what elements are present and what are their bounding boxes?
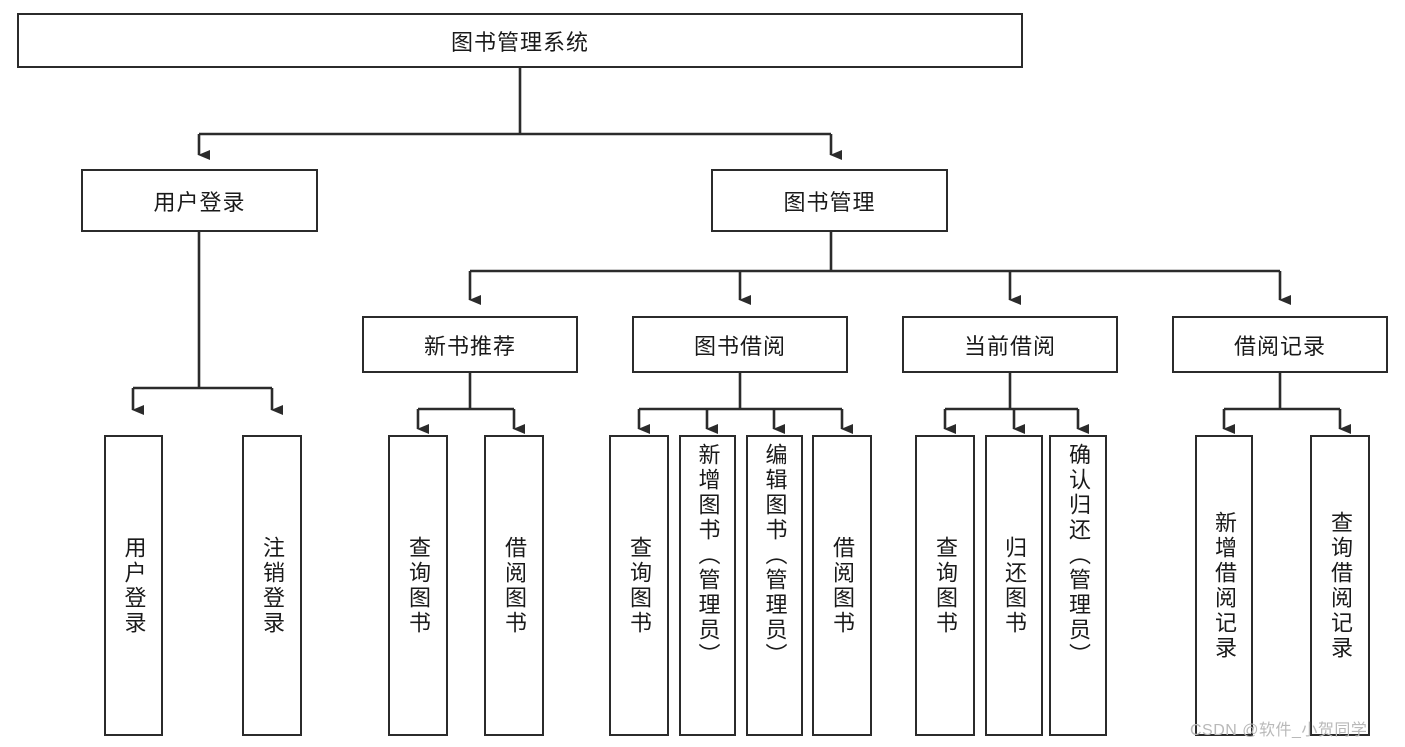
node-leaf-query-book-3[interactable]: 查询图书 — [915, 435, 975, 736]
node-leaf-confirm-return-label: 确认归还（管理员） — [1065, 443, 1091, 668]
node-leaf-add-book-label: 新增图书（管理员） — [695, 443, 721, 668]
node-leaf-borrow-book-2[interactable]: 借阅图书 — [812, 435, 872, 736]
node-leaf-edit-book[interactable]: 编辑图书（管理员） — [746, 435, 803, 736]
node-leaf-add-record[interactable]: 新增借阅记录 — [1195, 435, 1253, 736]
node-leaf-query-book-3-label: 查询图书 — [932, 535, 958, 636]
node-leaf-edit-book-label: 编辑图书（管理员） — [762, 443, 788, 668]
node-book-manage[interactable]: 图书管理 — [711, 169, 948, 232]
node-leaf-query-book-1[interactable]: 查询图书 — [388, 435, 448, 736]
node-leaf-query-record-label: 查询借阅记录 — [1327, 510, 1353, 661]
node-leaf-logout[interactable]: 注销登录 — [242, 435, 302, 736]
node-leaf-borrow-book-2-label: 借阅图书 — [829, 535, 855, 636]
node-leaf-confirm-return[interactable]: 确认归还（管理员） — [1049, 435, 1107, 736]
node-current-borrow[interactable]: 当前借阅 — [902, 316, 1118, 373]
node-leaf-logout-label: 注销登录 — [259, 535, 285, 636]
node-leaf-query-book-2[interactable]: 查询图书 — [609, 435, 669, 736]
node-root[interactable]: 图书管理系统 — [17, 13, 1023, 68]
node-user-login-label: 用户登录 — [153, 189, 246, 215]
node-current-borrow-label: 当前借阅 — [963, 333, 1056, 359]
node-leaf-add-book[interactable]: 新增图书（管理员） — [679, 435, 736, 736]
node-user-login[interactable]: 用户登录 — [81, 169, 318, 232]
node-new-book-rec[interactable]: 新书推荐 — [362, 316, 578, 373]
node-leaf-add-record-label: 新增借阅记录 — [1211, 510, 1237, 661]
node-leaf-borrow-book-1[interactable]: 借阅图书 — [484, 435, 544, 736]
node-book-borrow[interactable]: 图书借阅 — [632, 316, 848, 373]
node-leaf-query-record[interactable]: 查询借阅记录 — [1310, 435, 1370, 736]
node-new-book-rec-label: 新书推荐 — [423, 333, 516, 359]
node-leaf-user-login[interactable]: 用户登录 — [104, 435, 163, 736]
node-borrow-record[interactable]: 借阅记录 — [1172, 316, 1388, 373]
node-leaf-query-book-1-label: 查询图书 — [405, 535, 431, 636]
node-borrow-record-label: 借阅记录 — [1233, 333, 1326, 359]
node-book-manage-label: 图书管理 — [783, 189, 876, 215]
node-book-borrow-label: 图书借阅 — [693, 333, 786, 359]
node-root-label: 图书管理系统 — [450, 29, 589, 55]
node-leaf-borrow-book-1-label: 借阅图书 — [501, 535, 527, 636]
node-leaf-return-book[interactable]: 归还图书 — [985, 435, 1043, 736]
node-leaf-return-book-label: 归还图书 — [1001, 535, 1027, 636]
node-leaf-query-book-2-label: 查询图书 — [626, 535, 652, 636]
node-leaf-user-login-label: 用户登录 — [121, 535, 147, 636]
